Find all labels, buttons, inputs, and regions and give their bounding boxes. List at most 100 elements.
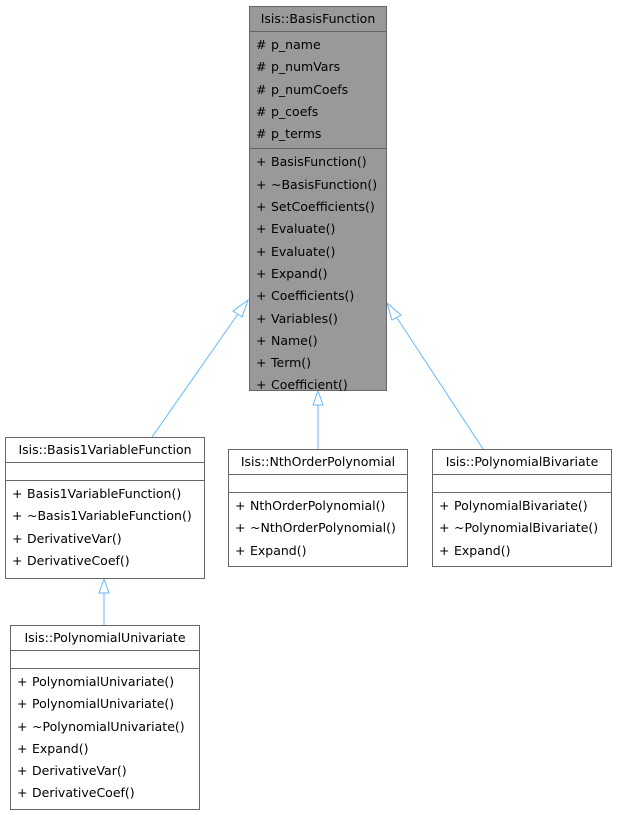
member-name: ~PolynomialUnivariate() [32,718,185,734]
visibility-symbol: + [17,674,28,689]
member-name: DerivativeCoef() [27,552,130,568]
member-name: Expand() [250,542,307,558]
member-row[interactable]: +PolynomialUnivariate() [11,693,199,715]
member-row[interactable]: +Evaluate() [250,218,386,240]
member-name: ~NthOrderPolynomial() [250,520,396,536]
visibility-symbol: + [439,542,450,558]
member-row[interactable]: +DerivativeVar() [11,760,199,782]
member-row[interactable]: +Coefficients() [250,285,386,307]
visibility-symbol: + [256,310,267,326]
visibility-symbol: + [256,154,267,170]
member-name: DerivativeVar() [32,763,127,779]
class-box-basis-function[interactable]: Isis::BasisFunction #p_name#p_numVars#p_… [249,6,387,392]
class-title: Isis::PolynomialUnivariate [11,626,199,651]
member-name: NthOrderPolynomial() [250,498,386,513]
member-row[interactable]: +Evaluate() [250,241,386,263]
visibility-symbol: + [256,355,267,371]
member-name: DerivativeCoef() [32,785,135,801]
visibility-symbol: + [12,508,23,524]
member-name: ~Basis1VariableFunction() [27,508,192,524]
member-name: Coefficient() [271,377,348,393]
member-name: PolynomialBivariate() [454,498,588,513]
class-title: Isis::NthOrderPolynomial [229,450,407,475]
member-name: Coefficients() [271,288,355,304]
member-row[interactable]: + NthOrderPolynomial() [229,495,407,517]
member-name: p_coefs [271,103,319,119]
member-row[interactable]: +~BasisFunction() [250,174,386,196]
member-name: p_name [271,37,321,52]
member-row[interactable]: #p_coefs [250,101,386,123]
member-name: Name() [271,332,318,348]
class-box-nth-order-polynomial[interactable]: Isis::NthOrderPolynomial + NthOrderPolyno… [228,449,408,567]
visibility-symbol: + [17,740,28,756]
member-row[interactable]: #p_name [250,34,386,56]
member-name: p_numCoefs [271,81,349,97]
visibility-symbol: + [12,530,23,546]
visibility-symbol: + [256,377,267,393]
visibility-symbol: # [256,59,267,75]
member-name: Expand() [454,542,511,558]
visibility-symbol: + [439,498,450,513]
visibility-symbol: + [256,221,267,237]
member-row[interactable]: +Term() [250,352,386,374]
member-row[interactable]: +Expand() [229,540,407,562]
member-name: PolynomialUnivariate() [32,674,175,689]
member-row[interactable]: +Expand() [11,738,199,760]
visibility-symbol: + [235,498,246,513]
member-row[interactable]: +Basis1VariableFunction() [6,483,204,505]
methods-section: +NthOrderPolynomial()+~NthOrderPolynomia… [229,493,407,565]
member-row[interactable]: + PolynomialBivariate() [433,495,611,517]
member-name: p_terms [271,126,322,142]
member-name: PolynomialUnivariate() [32,696,175,712]
member-row[interactable]: +~Basis1VariableFunction() [6,505,204,527]
member-row[interactable]: +SetCoefficients() [250,196,386,218]
member-row[interactable]: + PolynomialUnivariate() [11,671,199,693]
member-row[interactable]: +~PolynomialBivariate() [433,517,611,539]
class-box-basis1-variable-function[interactable]: Isis::Basis1VariableFunction +Basis1Vari… [5,437,205,579]
visibility-symbol: + [256,332,267,348]
visibility-symbol: + [256,288,267,304]
attributes-section [11,651,199,669]
member-name: Evaluate() [271,243,336,259]
attributes-section [6,463,204,481]
attributes-section: #p_name#p_numVars#p_numCoefs#p_coefs#p_t… [250,32,386,150]
member-row[interactable]: +DerivativeCoef() [6,550,204,572]
visibility-symbol: + [235,520,246,536]
methods-section: +PolynomialBivariate()+~PolynomialBivari… [433,493,611,565]
class-title: Isis::Basis1VariableFunction [6,438,204,463]
class-box-polynomial-bivariate[interactable]: Isis::PolynomialBivariate +PolynomialBiv… [432,449,612,567]
member-row[interactable]: +DerivativeVar() [6,528,204,550]
member-name: Expand() [32,740,89,756]
methods-section: +PolynomialUnivariate()+PolynomialUnivar… [11,669,199,808]
member-row[interactable]: +Expand() [433,540,611,562]
member-row[interactable]: +Name() [250,330,386,352]
class-title: Isis::BasisFunction [250,7,386,32]
visibility-symbol: + [17,718,28,734]
member-row[interactable]: #p_terms [250,123,386,145]
member-row[interactable]: +Coefficient() [250,374,386,396]
member-row[interactable]: +Variables() [250,308,386,330]
class-box-polynomial-univariate[interactable]: Isis::PolynomialUnivariate +PolynomialUn… [10,625,200,810]
member-row[interactable]: +~NthOrderPolynomial() [229,517,407,539]
member-row[interactable]: #p_numCoefs [250,79,386,101]
member-row[interactable]: +BasisFunction() [250,151,386,173]
visibility-symbol: + [17,763,28,779]
visibility-symbol: + [256,265,267,281]
member-name: DerivativeVar() [27,530,122,546]
member-row[interactable]: +DerivativeCoef() [11,782,199,804]
edge-univariate-to-basis1var [98,577,110,625]
member-row[interactable]: #p_numVars [250,56,386,78]
visibility-symbol: # [256,103,267,119]
member-row[interactable]: +~PolynomialUnivariate() [11,716,199,738]
edge-basis1var-to-basis [151,298,250,438]
edge-nth-to-basis [312,389,324,449]
member-row[interactable]: +Expand() [250,263,386,285]
visibility-symbol: + [235,542,246,558]
member-name: p_numVars [271,59,341,75]
member-name: Evaluate() [271,221,336,237]
attributes-section [433,475,611,493]
member-name: ~PolynomialBivariate() [454,520,599,536]
methods-section: +Basis1VariableFunction()+~Basis1Variabl… [6,481,204,575]
visibility-symbol: + [12,486,23,501]
